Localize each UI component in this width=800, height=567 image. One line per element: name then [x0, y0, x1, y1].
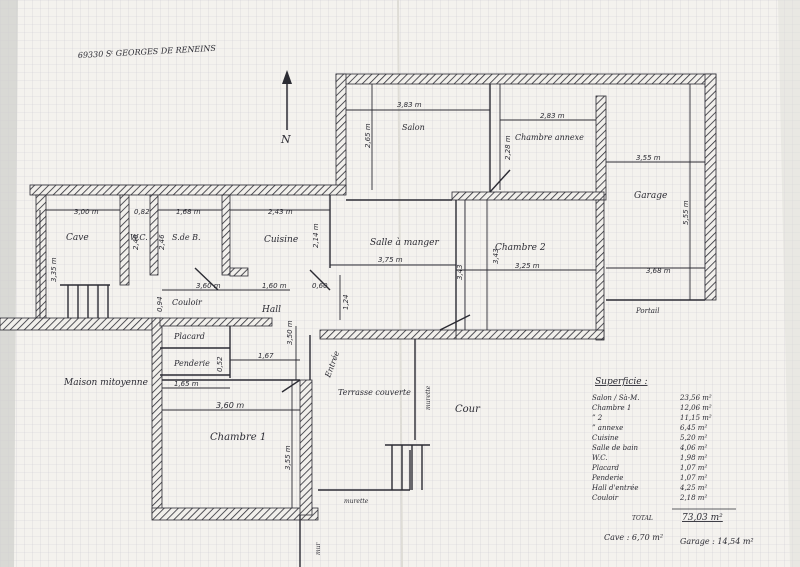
- dimension-lines: [39, 84, 705, 508]
- superficie-row-label: ” 2: [592, 414, 603, 422]
- dim-cuisine-height: 2,14 m: [312, 223, 320, 248]
- room-wc: W.C.: [130, 233, 148, 242]
- room-penderie: Penderie: [173, 359, 210, 368]
- superficie-row-value: 2,18 m²: [679, 494, 707, 502]
- superficie-row-label: Placard: [591, 464, 620, 472]
- label-portail: Portail: [635, 307, 659, 315]
- dim-052: 0,52: [216, 356, 224, 372]
- dim-ch2-height: 3,43: [492, 248, 500, 264]
- dim-167: 1,67: [258, 352, 274, 360]
- room-hall: Hall: [261, 305, 281, 315]
- dim-garage-height: 5,55 m: [682, 200, 690, 225]
- room-couloir: Couloir: [172, 298, 203, 307]
- dim-wc-height: 2,46: [132, 234, 140, 250]
- superficie-row-label: Salle de bain: [592, 444, 639, 452]
- superficie-row-label: Cuisine: [592, 434, 619, 442]
- dim-ch2-width: 3,25 m: [515, 262, 540, 270]
- label-murette-vertical: murette: [425, 385, 432, 410]
- dim-sam-height: 3,43: [456, 264, 464, 280]
- room-salle-a-manger: Salle à manger: [370, 237, 439, 248]
- room-garage: Garage: [634, 191, 667, 201]
- superficie-row-value: 1,07 m²: [680, 474, 707, 482]
- room-terrasse: Terrasse couverte: [338, 388, 411, 397]
- superficie-row-value: 23,56 m²: [679, 394, 712, 402]
- dim-cuisine-width: 2,43 m: [268, 208, 293, 216]
- superficie-row-value: 12,06 m²: [680, 404, 712, 412]
- label-maison-mitoyenne: Maison mitoyenne: [63, 378, 148, 388]
- dim-ch1-height: 3,55 m: [284, 445, 292, 470]
- dim-060: 0,60: [312, 282, 328, 290]
- superficie-row-value: 11,15 m²: [680, 414, 712, 422]
- room-placard: Placard: [173, 332, 205, 341]
- dim-cave-height: 3,35 m: [50, 257, 58, 282]
- dim-ch1-width: 3,60 m: [216, 401, 244, 410]
- dim-sam-width: 3,75 m: [378, 256, 403, 264]
- dim-sdb-width: 1,68 m: [176, 208, 201, 216]
- dim-annexe-width: 2,83 m: [540, 112, 565, 120]
- dim-hall-width: 1,60 m: [262, 282, 287, 290]
- room-cave: Cave: [66, 233, 89, 243]
- north-arrow-icon: [282, 70, 292, 130]
- room-chambre-2: Chambre 2: [495, 243, 546, 253]
- dim-garage-width-2: 3,68 m: [646, 267, 671, 275]
- superficie-row-value: 4,25 m²: [679, 484, 707, 492]
- cave-area: Cave : 6,70 m²: [604, 533, 663, 542]
- superficie-row-label: Hall d'entrée: [591, 484, 638, 492]
- superficie-row-label: Couloir: [592, 494, 619, 502]
- superficie-row-value: 1,98 m²: [680, 454, 707, 462]
- dim-124: 1,24: [342, 294, 350, 310]
- dim-wc-width: 0,82: [134, 208, 150, 216]
- dim-cave-width: 3,00 m: [74, 208, 99, 216]
- interior-lines: [60, 84, 705, 567]
- garage-area: Garage : 14,54 m²: [680, 537, 754, 546]
- room-sdb: S.de B.: [172, 233, 201, 242]
- dim-garage-width: 3,55 m: [636, 154, 661, 162]
- room-chambre-1: Chambre 1: [210, 432, 266, 443]
- total-label: TOTAL: [632, 515, 653, 522]
- superficie-row-value: 1,07 m²: [680, 464, 707, 472]
- dim-094: 0,94: [156, 296, 164, 312]
- superficie-row-label: Penderie: [591, 474, 623, 482]
- room-cour: Cour: [455, 404, 481, 415]
- label-murette-horizontal: murette: [344, 498, 369, 505]
- superficie-row-value: 5,20 m²: [680, 434, 707, 442]
- dim-350: 3,50 m: [286, 320, 294, 345]
- dim-salon-height: 2,65 m: [364, 123, 372, 148]
- north-label: N: [280, 133, 291, 146]
- dim-couloir-width: 3,60 m: [196, 282, 221, 290]
- superficie-row-value: 4,06 m²: [679, 444, 707, 452]
- superficie-row-value: 6,45 m²: [680, 424, 707, 432]
- dim-annexe-height: 2,28 m: [504, 135, 512, 160]
- dimension-labels: 3,83 m 2,83 m 2,65 m 2,28 m 3,55 m 5,55 …: [50, 101, 690, 470]
- superficie-table: Superficie : Salon / Sà-M. 23,56 m² Chambr…: [591, 377, 754, 546]
- superficie-row-label: Salon / Sà-M.: [592, 394, 639, 402]
- superficie-row-label: ” annexe: [592, 424, 623, 432]
- superficie-row-label: Chambre 1: [592, 404, 631, 412]
- dim-165: 1,65 m: [174, 380, 199, 388]
- dim-salon-width: 3,83 m: [397, 101, 422, 109]
- room-cuisine: Cuisine: [264, 235, 298, 245]
- superficie-row-label: W.C.: [592, 454, 608, 462]
- superficie-title: Superficie :: [595, 377, 648, 387]
- room-chambre-annexe: Chambre annexe: [515, 133, 584, 142]
- dim-sdb-height: 2,46: [158, 234, 166, 250]
- label-mur: mur: [315, 541, 322, 555]
- total-value: 73,03 m²: [682, 513, 723, 523]
- room-salon: Salon: [402, 123, 425, 132]
